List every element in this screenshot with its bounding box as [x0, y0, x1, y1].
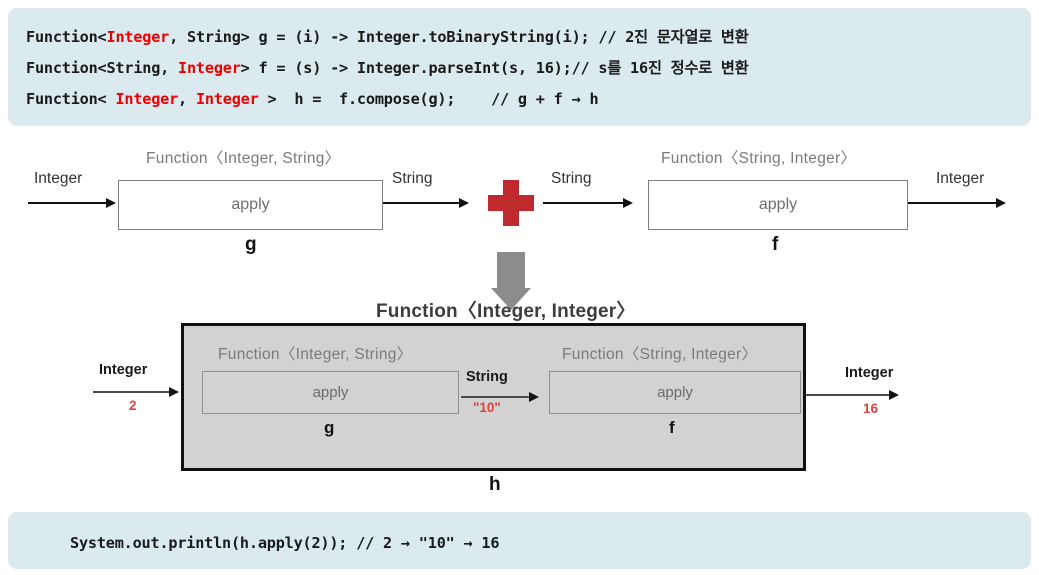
f-apply-box: apply [648, 180, 908, 230]
g-apply-box: apply [118, 180, 383, 230]
composite-f-apply-label: apply [657, 384, 693, 401]
h-input-value: 2 [129, 398, 137, 413]
h-output-value: 16 [863, 401, 879, 416]
code-line: Function<String, Integer> f = (s) -> Int… [26, 59, 749, 77]
composite-function-name: h [489, 474, 501, 495]
g-input-label: Integer [34, 170, 83, 187]
composite-g-type-title: Function〈Integer, String〉 [218, 346, 413, 363]
plus-icon [488, 180, 534, 226]
f-input-arrow [543, 198, 635, 208]
composite-f-apply-box: apply [549, 371, 801, 414]
composite-f-type-title: Function〈String, Integer〉 [562, 346, 758, 363]
f-output-label: Integer [936, 170, 985, 187]
h-output-label: Integer [845, 365, 894, 381]
h-output-arrow [806, 390, 901, 400]
code-line: Function< Integer, Integer > h = f.compo… [26, 90, 599, 108]
g-apply-label: apply [231, 196, 270, 213]
code-line: System.out.println(h.apply(2)); // 2 → "… [70, 534, 500, 552]
g-input-arrow [28, 198, 118, 208]
h-middle-value: "10" [473, 400, 501, 415]
composite-g-function-name: g [324, 418, 335, 437]
f-output-arrow [908, 198, 1008, 208]
g-output-arrow [383, 198, 471, 208]
composite-g-apply-label: apply [312, 384, 349, 401]
compose-down-arrow-icon [483, 252, 539, 310]
g-type-title: Function〈Integer, String〉 [146, 150, 341, 167]
code-block-declarations: Function<Integer, String> g = (i) -> Int… [8, 8, 1031, 126]
h-input-arrow [93, 387, 181, 397]
composite-f-function-name: f [669, 418, 675, 437]
f-type-title: Function〈String, Integer〉 [661, 150, 857, 167]
f-function-name: f [772, 234, 779, 255]
h-middle-arrow [461, 392, 541, 402]
g-function-name: g [245, 234, 257, 255]
f-apply-label: apply [758, 196, 798, 213]
composite-g-apply-box: apply [202, 371, 459, 414]
g-output-label: String [392, 170, 433, 187]
h-middle-label: String [466, 369, 508, 385]
code-line: Function<Integer, String> g = (i) -> Int… [26, 28, 749, 46]
composite-type-title: Function〈Integer, Integer〉 [376, 301, 636, 322]
f-input-label: String [551, 170, 592, 187]
h-input-label: Integer [99, 362, 148, 378]
code-block-usage: System.out.println(h.apply(2)); // 2 → "… [8, 512, 1031, 569]
